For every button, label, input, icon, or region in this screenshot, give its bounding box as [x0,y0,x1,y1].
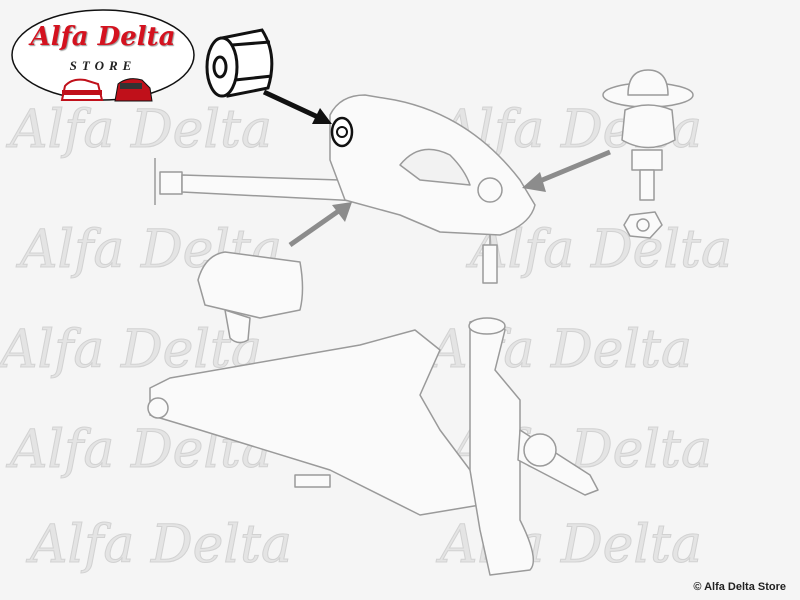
logo-title: Alfa Delta [30,22,176,52]
alfa-delta-store-logo[interactable]: Alfa Delta STORE [10,8,196,102]
copyright-notice: © Alfa Delta Store [693,581,786,593]
pointer-arrows [288,149,611,248]
bump-stop-part [197,251,304,344]
black-arrow [262,89,332,124]
red-car-icon [60,78,153,102]
lower-arm-assembly [147,317,599,576]
ball-joint-part [602,69,694,239]
logo-subtitle: STORE [69,58,137,73]
bushing-part [205,28,274,98]
